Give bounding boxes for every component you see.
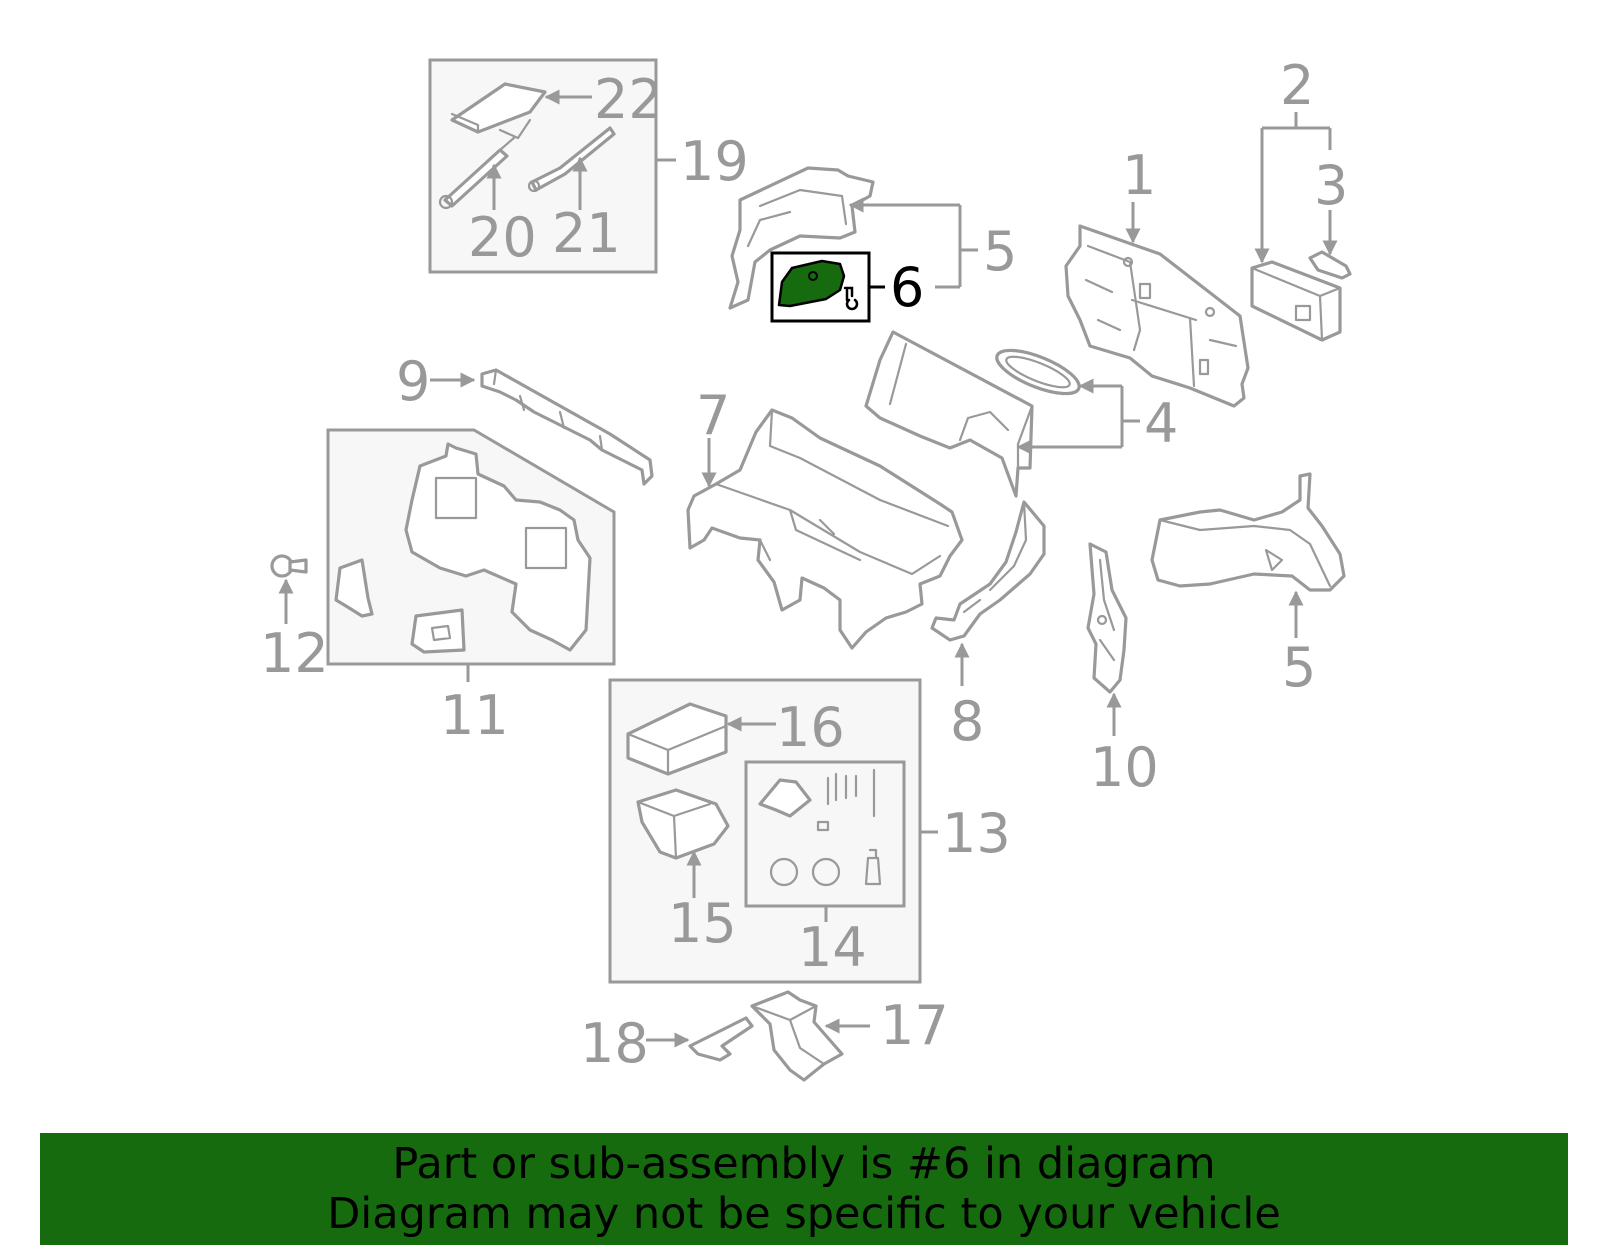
part-5-lower-shape bbox=[1150, 472, 1346, 592]
part-22-shape bbox=[450, 82, 547, 140]
callout-22: 22 bbox=[594, 68, 663, 131]
callout-4: 4 bbox=[1144, 392, 1178, 455]
part-18-shape bbox=[688, 1016, 754, 1062]
part-group-13: 16 15 14 bbox=[608, 678, 922, 984]
part-16-shape bbox=[626, 702, 728, 776]
part-12-shape bbox=[270, 554, 308, 578]
part-9-shape bbox=[480, 368, 654, 486]
part-group-19: 22 20 21 19 bbox=[428, 58, 749, 274]
callout-21: 21 bbox=[552, 202, 621, 265]
callout-13: 13 bbox=[942, 802, 1011, 865]
info-banner: Part or sub-assembly is #6 in diagram Di… bbox=[40, 1133, 1568, 1245]
callout-8: 8 bbox=[950, 690, 984, 753]
callout-16: 16 bbox=[776, 696, 845, 759]
part-8-shape bbox=[930, 500, 1046, 642]
part-2-shape bbox=[1250, 260, 1342, 342]
banner-line-2: Diagram may not be specific to your vehi… bbox=[327, 1189, 1281, 1239]
part-7-shape bbox=[686, 408, 964, 650]
part-group-11 bbox=[326, 428, 616, 666]
callout-20: 20 bbox=[468, 206, 537, 269]
callout-10: 10 bbox=[1090, 736, 1159, 799]
callout-11: 11 bbox=[440, 684, 509, 747]
part-6-highlight: 6 bbox=[770, 251, 924, 323]
callout-3: 3 bbox=[1314, 154, 1348, 217]
part-10-shape bbox=[1086, 542, 1128, 694]
callout-5-lower: 5 bbox=[1282, 636, 1316, 699]
callout-7: 7 bbox=[696, 384, 730, 447]
callout-19: 19 bbox=[680, 130, 749, 193]
callout-6: 6 bbox=[890, 256, 924, 319]
callout-12: 12 bbox=[260, 622, 329, 685]
callout-1: 1 bbox=[1122, 144, 1156, 207]
part-5-upper-shape bbox=[728, 166, 875, 310]
part-group-14 bbox=[744, 760, 906, 908]
callout-2: 2 bbox=[1280, 54, 1314, 117]
callout-17: 17 bbox=[880, 994, 949, 1057]
part-4-shape bbox=[864, 330, 1081, 498]
callout-14: 14 bbox=[798, 916, 867, 979]
callout-15: 15 bbox=[668, 892, 737, 955]
part-6-shape bbox=[777, 259, 846, 308]
part-3-shape bbox=[1308, 250, 1352, 280]
callout-18: 18 bbox=[580, 1012, 649, 1075]
part-15-shape bbox=[636, 788, 730, 860]
parts-diagram: 22 20 21 19 5 6 1 bbox=[260, 54, 1352, 1082]
part-17-shape bbox=[750, 990, 844, 1082]
banner-line-1: Part or sub-assembly is #6 in diagram bbox=[392, 1139, 1216, 1189]
callout-9: 9 bbox=[396, 350, 430, 413]
part-1-shape bbox=[1064, 224, 1250, 408]
callout-5-upper: 5 bbox=[983, 220, 1017, 283]
